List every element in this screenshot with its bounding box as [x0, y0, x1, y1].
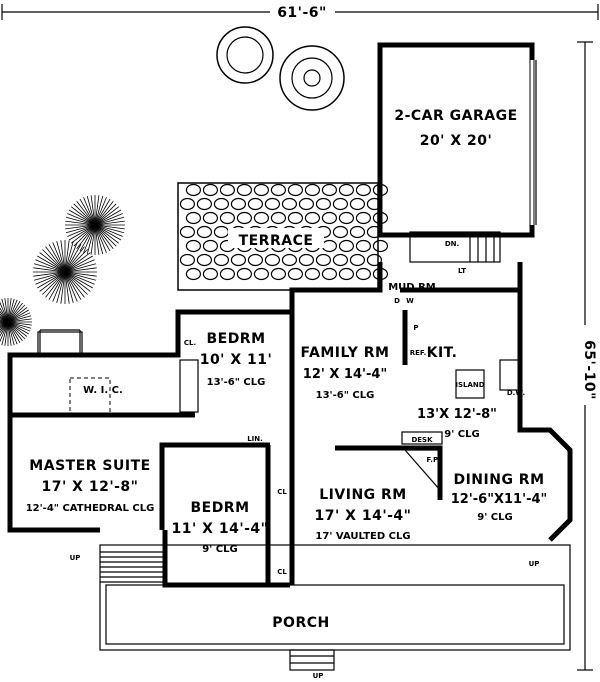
dining-room: DINING RM 12'-6"X11'-4" 9' CLG: [451, 472, 548, 523]
bedroom-2: BEDRM 11' X 14'-4" 9' CLG LIN. CL CL: [172, 435, 288, 576]
svg-text:D: D: [394, 297, 400, 305]
master-suite: W. I. C. MASTER SUITE 17' X 12'-8" 12'-4…: [26, 385, 155, 514]
svg-text:17' X 14'-4": 17' X 14'-4": [315, 508, 412, 524]
svg-text:UP: UP: [529, 560, 540, 568]
mud-room: MUD RM D W LT: [388, 267, 466, 305]
svg-text:DINING RM: DINING RM: [453, 472, 544, 488]
svg-text:DN.: DN.: [445, 240, 459, 248]
shrub-icon: [0, 195, 125, 346]
porch: PORCH UP UP UP: [70, 544, 571, 680]
terrace: TERRACE: [177, 182, 389, 291]
depth-dimension: 65'-10": [577, 41, 597, 671]
svg-text:13'-6" CLG: 13'-6" CLG: [207, 377, 266, 388]
tree-icon: [216, 26, 345, 111]
svg-text:ISLAND: ISLAND: [455, 381, 484, 389]
kitchen: KIT. ISLAND 13'X 12'-8" 9' CLG P REF. D.…: [410, 324, 525, 444]
bedroom-1: BEDRM 10' X 11' 13'-6" CLG CL.: [184, 331, 272, 388]
svg-text:13'-6" CLG: 13'-6" CLG: [316, 390, 375, 401]
svg-text:12'-4" CATHEDRAL CLG: 12'-4" CATHEDRAL CLG: [26, 503, 155, 514]
svg-text:TERRACE: TERRACE: [239, 233, 314, 249]
svg-text:F.P.: F.P.: [427, 456, 440, 464]
depth-label: 65'-10": [581, 340, 597, 400]
svg-text:LIN.: LIN.: [247, 435, 263, 443]
garage: 2-CAR GARAGE 20' X 20' DN.: [377, 42, 537, 263]
svg-text:UP: UP: [313, 672, 324, 680]
svg-text:CL: CL: [277, 568, 287, 576]
svg-text:20' X 20': 20' X 20': [420, 133, 493, 149]
svg-text:DESK: DESK: [411, 436, 433, 444]
svg-text:UP: UP: [70, 554, 81, 562]
svg-text:LT: LT: [458, 267, 466, 275]
svg-text:MASTER SUITE: MASTER SUITE: [29, 458, 150, 474]
svg-text:11' X 14'-4": 11' X 14'-4": [172, 521, 269, 537]
svg-text:D.W.: D.W.: [507, 389, 525, 397]
width-label: 61'-6": [277, 5, 327, 21]
svg-text:P: P: [413, 324, 418, 332]
svg-text:W. I. C.: W. I. C.: [83, 385, 123, 396]
svg-text:9' CLG: 9' CLG: [444, 429, 479, 440]
svg-text:LIVING RM: LIVING RM: [319, 487, 406, 503]
svg-text:W: W: [406, 297, 414, 305]
svg-text:BEDRM: BEDRM: [206, 331, 265, 347]
svg-text:9' CLG: 9' CLG: [477, 512, 512, 523]
svg-text:13'X 12'-8": 13'X 12'-8": [417, 407, 497, 422]
svg-text:2-CAR GARAGE: 2-CAR GARAGE: [394, 108, 517, 124]
svg-text:PORCH: PORCH: [272, 615, 329, 631]
svg-text:MUD RM: MUD RM: [388, 282, 436, 293]
svg-text:CL: CL: [277, 488, 287, 496]
svg-text:CL.: CL.: [184, 339, 196, 347]
svg-text:10' X 11': 10' X 11': [200, 352, 273, 368]
svg-text:KIT.: KIT.: [427, 345, 458, 361]
svg-text:12'-6"X11'-4": 12'-6"X11'-4": [451, 492, 548, 507]
svg-text:17' VAULTED CLG: 17' VAULTED CLG: [315, 531, 410, 542]
svg-text:BEDRM: BEDRM: [190, 500, 249, 516]
svg-text:9' CLG: 9' CLG: [202, 544, 237, 555]
width-dimension: 61'-6": [1, 4, 599, 21]
svg-text:REF.: REF.: [410, 349, 427, 357]
family-room: FAMILY RM 12' X 14'-4" 13'-6" CLG: [301, 345, 390, 401]
svg-text:17' X 12'-8": 17' X 12'-8": [42, 479, 139, 495]
living-room: LIVING RM 17' X 14'-4" 17' VAULTED CLG F…: [315, 456, 440, 542]
svg-text:12' X 14'-4": 12' X 14'-4": [303, 367, 387, 382]
svg-text:FAMILY RM: FAMILY RM: [301, 345, 390, 361]
house-walls: [7, 262, 573, 588]
